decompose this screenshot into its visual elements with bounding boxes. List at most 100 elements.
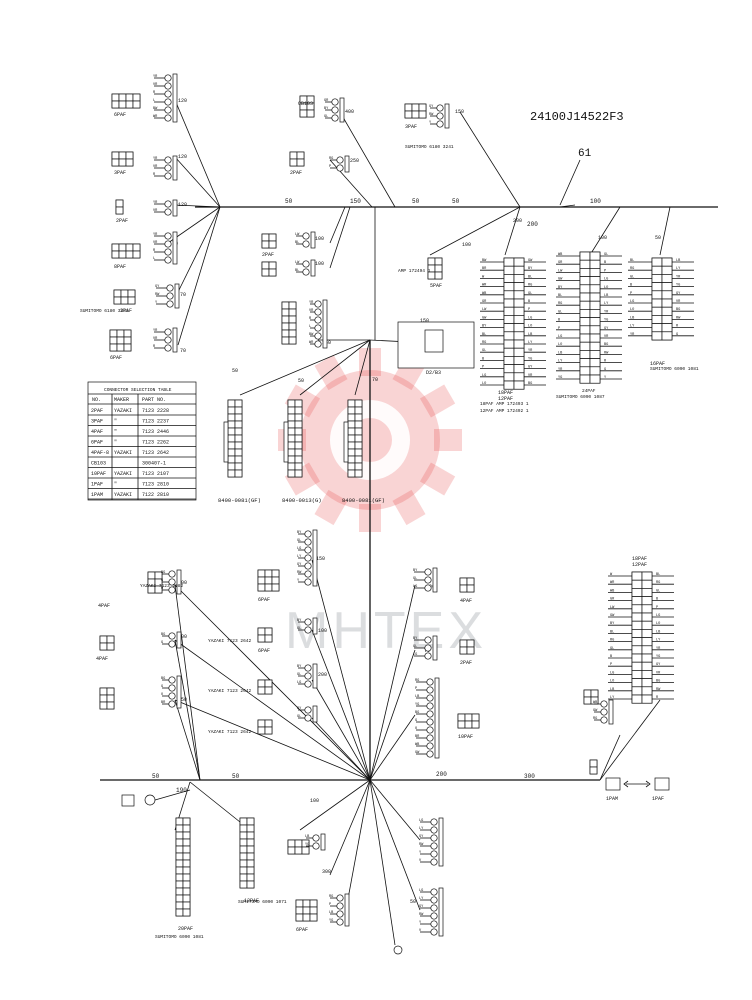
pins-6paf-top-pin (164, 74, 172, 82)
lower-left-branch (174, 639, 371, 781)
block-18paf-wire-code: GW (482, 316, 487, 320)
connectors: 6PAFYRVRRLBWWR3PAFYRVRR2PAFYRVR8PAFYRVRR… (96, 73, 614, 955)
connector-12paf-cavity (246, 824, 255, 833)
block-lower-right-cell (641, 571, 653, 581)
connector-2paf-top-cavity (289, 158, 298, 167)
connector-3paf-2-cavity (127, 296, 136, 305)
gear-tooth (419, 462, 456, 496)
connector-6paf-d-cavity (264, 569, 273, 578)
connector-3paf-top-type: 3PAF (405, 124, 417, 130)
connector-6paf-bottom-cavity (302, 906, 311, 915)
block-16paf-wire-code-out: LB (676, 259, 681, 263)
block-24paf-wire-code: LO (558, 343, 562, 347)
connector-4paf-f-cavity (257, 679, 266, 688)
pins-bottom-6paf-pin (336, 894, 344, 902)
pins-6paf-top-wire-code: VR (153, 83, 158, 87)
pins-right-3-wire-code: GW (415, 751, 420, 755)
ecu-connector-3-cavity (354, 462, 363, 471)
pins-4paf-a-wire-code: O (161, 587, 163, 591)
block-24paf-wire-code: LB (558, 351, 563, 355)
ecu-label-3: 8400-0081(GF) (342, 497, 385, 504)
pins-4paf-b-shell (176, 631, 182, 649)
trunk-length-top: 150 (350, 198, 361, 205)
ecu-latch (223, 421, 229, 463)
block-lower-right-wire-code-out: YR (656, 647, 661, 651)
connector-3paf-top-cavity (418, 110, 427, 119)
pins-bottom-6paf-wire-code: RG (329, 895, 333, 899)
pins-bottom-right-1-pin (430, 826, 438, 834)
pins-right-3-wire-code: RG (415, 679, 419, 683)
connector-4paf-b: 4PAF (96, 635, 115, 662)
block-24paf-cell (589, 341, 601, 351)
connector-8paf-cavity (118, 243, 127, 252)
block-lower-right-wire-code-out: LG (656, 614, 660, 618)
ecu-connector-1-cavity (234, 406, 243, 415)
connector-12paf-cavity (239, 852, 248, 861)
gear-tooth (434, 429, 462, 451)
block-18paf-wire-code-out: BG (528, 382, 532, 386)
block-lower-right-cell (631, 653, 643, 663)
branch-length-label: 120 (178, 98, 187, 104)
table-cell-maker: " (114, 429, 117, 435)
block-16paf-wire-code: LO (630, 308, 634, 312)
block-18paf-cell (503, 290, 515, 300)
block-24paf-wire-code-out: GL (604, 253, 608, 257)
connector-20paf-cavity (175, 859, 184, 868)
pins-4paf-a-wire-code: BG (161, 571, 165, 575)
connector-12paf-cavity (239, 873, 248, 882)
pins-8paf-wire-code: VR (153, 241, 158, 245)
block-18paf-cell (513, 331, 525, 341)
block-16paf-cell (651, 274, 663, 283)
pins-6paf-top-wire-code: YR (153, 75, 158, 79)
connector-3paf-1-cavity (111, 151, 120, 160)
pins-bottom-right-2-wire-code: V (419, 929, 422, 933)
connector-20paf-type: 20PAF (178, 926, 193, 932)
pins-bottom-6paf-wire-code: P (329, 903, 331, 907)
connector-6paf-bottom-cavity (295, 913, 304, 922)
connector-6paf-d-cavity (257, 576, 266, 585)
block-18paf-cell (503, 356, 515, 365)
pins-2paf-top-pin (336, 164, 344, 172)
ecu-connector-3-cavity (354, 455, 363, 464)
ecu-connector-2-cavity (294, 469, 303, 478)
branch-16paf (659, 206, 671, 256)
pins-2paf-mid-wire-code: LW (295, 233, 300, 237)
lower-right-branch (369, 714, 416, 781)
table-cell-no: 10PAF (91, 471, 106, 477)
branch-length-label: 200 (513, 218, 522, 224)
connector-bottom-mid (287, 839, 310, 855)
pins-cb103-shell (339, 97, 345, 123)
lower-left-branch (174, 584, 371, 781)
sumitomo-12-label: SUMITOMO 6090 1071 (238, 899, 287, 905)
connector-6paf-d-cavity (257, 569, 266, 578)
block-lower-right-wire-code: BY (610, 622, 615, 626)
bottom-branch (369, 779, 421, 911)
connector-4paf-a-type: 4PAF (98, 603, 110, 609)
ecu-connector-2-cavity (287, 406, 296, 415)
table-cell-partno: 7123 2810 (142, 482, 169, 488)
block-16paf-wire-code: B (630, 284, 633, 288)
block-16paf-wire-code: YR (630, 333, 635, 337)
block-16paf-wire-code: P (630, 292, 632, 296)
connector-20paf-cavity (175, 831, 184, 840)
trunk-length-bottom: 300 (524, 773, 535, 780)
connector-12paf-cavity (246, 817, 255, 826)
pins-3paf-2-wire-code: GY (155, 285, 160, 289)
block-24paf-wire-code: GR (558, 261, 563, 265)
table-cell-partno: 7123 2237 (142, 419, 169, 425)
connector-3paf-1-cavity (125, 151, 134, 160)
connector-4paf-g-cavity (264, 726, 273, 735)
pins-stack-lower-2-wire-code: BY (297, 707, 302, 711)
block-18paf-wire-code: LO (482, 382, 486, 386)
pins-bottom-6paf-wire-code: YG (329, 919, 333, 923)
block-18paf-wire-code: GL (482, 349, 486, 353)
connector-stack-left-cavity (281, 329, 290, 338)
ground-pin (393, 945, 403, 955)
block-18paf-wire-code-out: LG (528, 316, 532, 320)
connector-2paf-1-cavity (115, 206, 124, 215)
block-18paf-wire-code-out: B (528, 300, 531, 304)
connector-8paf-type: 8PAF (114, 264, 126, 270)
